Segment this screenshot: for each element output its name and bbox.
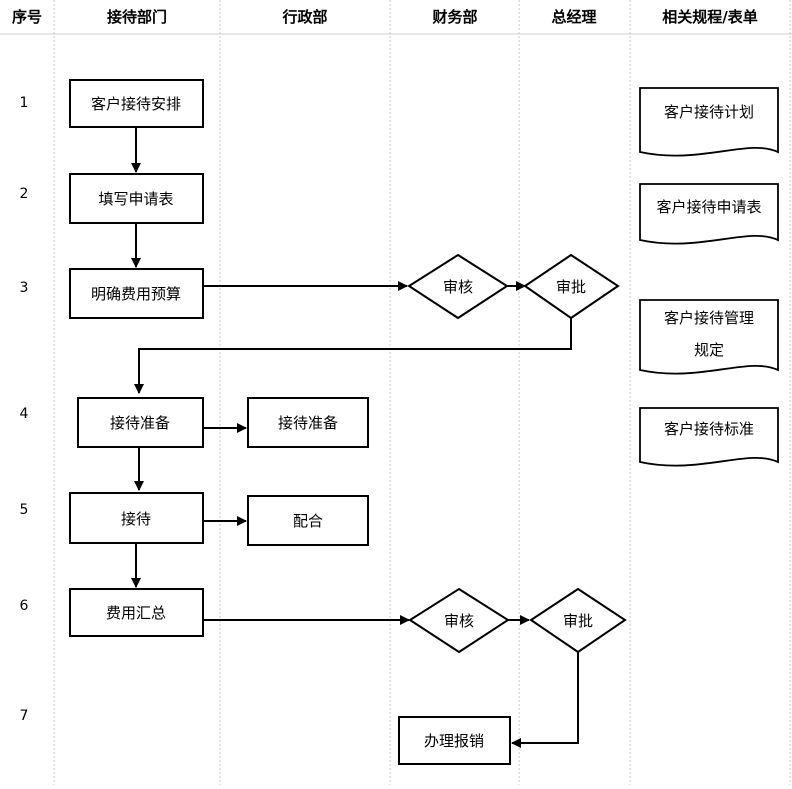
step-label: 办理报销	[424, 732, 484, 750]
process-box-admin-reception-prep	[247, 397, 369, 448]
decision-review-expense	[408, 587, 510, 654]
document-label: 客户接待管理	[664, 309, 754, 327]
lane-dividers	[53, 0, 791, 785]
decision-label: 审核	[443, 278, 473, 296]
decision-label: 审批	[563, 612, 593, 630]
step-label: 填写申请表	[98, 190, 173, 208]
header-band	[0, 0, 792, 34]
decision-approve-budget	[523, 253, 620, 320]
document-client-reception-regulation	[639, 299, 779, 375]
row-number: 3	[20, 280, 29, 296]
row-number: 1	[20, 95, 29, 111]
arrow-d3b-to-s4	[134, 318, 572, 394]
document-label: 客户接待申请表	[656, 198, 761, 216]
decision-review-budget	[407, 253, 509, 320]
row-number: 5	[20, 502, 29, 518]
arrow-d6b-to-s7	[511, 652, 579, 748]
row-number: 6	[20, 598, 29, 614]
decision-approve-expense	[529, 587, 627, 654]
header-admin-dept: 行政部	[281, 8, 327, 26]
header-finance-dept: 财务部	[432, 8, 477, 26]
header-general-manager: 总经理	[551, 8, 596, 26]
header-related-forms: 相关规程/表单	[662, 8, 757, 26]
document-client-reception-standard	[639, 407, 779, 467]
step-label: 明确费用预算	[91, 285, 181, 303]
process-box-client-reception-arrangement	[69, 79, 204, 128]
row-number: 7	[20, 708, 29, 724]
step-label: 接待准备	[278, 414, 338, 432]
row-number: 4	[20, 406, 29, 422]
process-box-reimbursement	[398, 716, 511, 765]
process-box-reception	[69, 492, 204, 544]
row-number: 2	[20, 186, 29, 202]
document-label: 规定	[694, 341, 724, 359]
document-client-reception-application	[639, 183, 779, 245]
process-box-define-budget	[69, 268, 204, 319]
decision-label: 审核	[444, 612, 474, 630]
header-seq: 序号	[12, 8, 42, 26]
step-label: 费用汇总	[106, 604, 166, 622]
step-label: 接待准备	[110, 414, 170, 432]
document-label: 客户接待计划	[664, 103, 754, 121]
decision-label: 审批	[556, 278, 586, 296]
step-label: 接待	[121, 510, 151, 528]
step-label: 配合	[293, 512, 323, 530]
process-box-fill-application	[69, 173, 204, 224]
document-label: 客户接待标准	[664, 420, 754, 438]
process-box-cooperate	[247, 495, 369, 546]
document-client-reception-plan	[639, 87, 779, 157]
process-box-reception-prep	[77, 397, 204, 448]
step-label: 客户接待安排	[91, 95, 181, 113]
process-box-expense-summary	[69, 588, 204, 637]
header-reception-dept: 接待部门	[107, 8, 167, 26]
